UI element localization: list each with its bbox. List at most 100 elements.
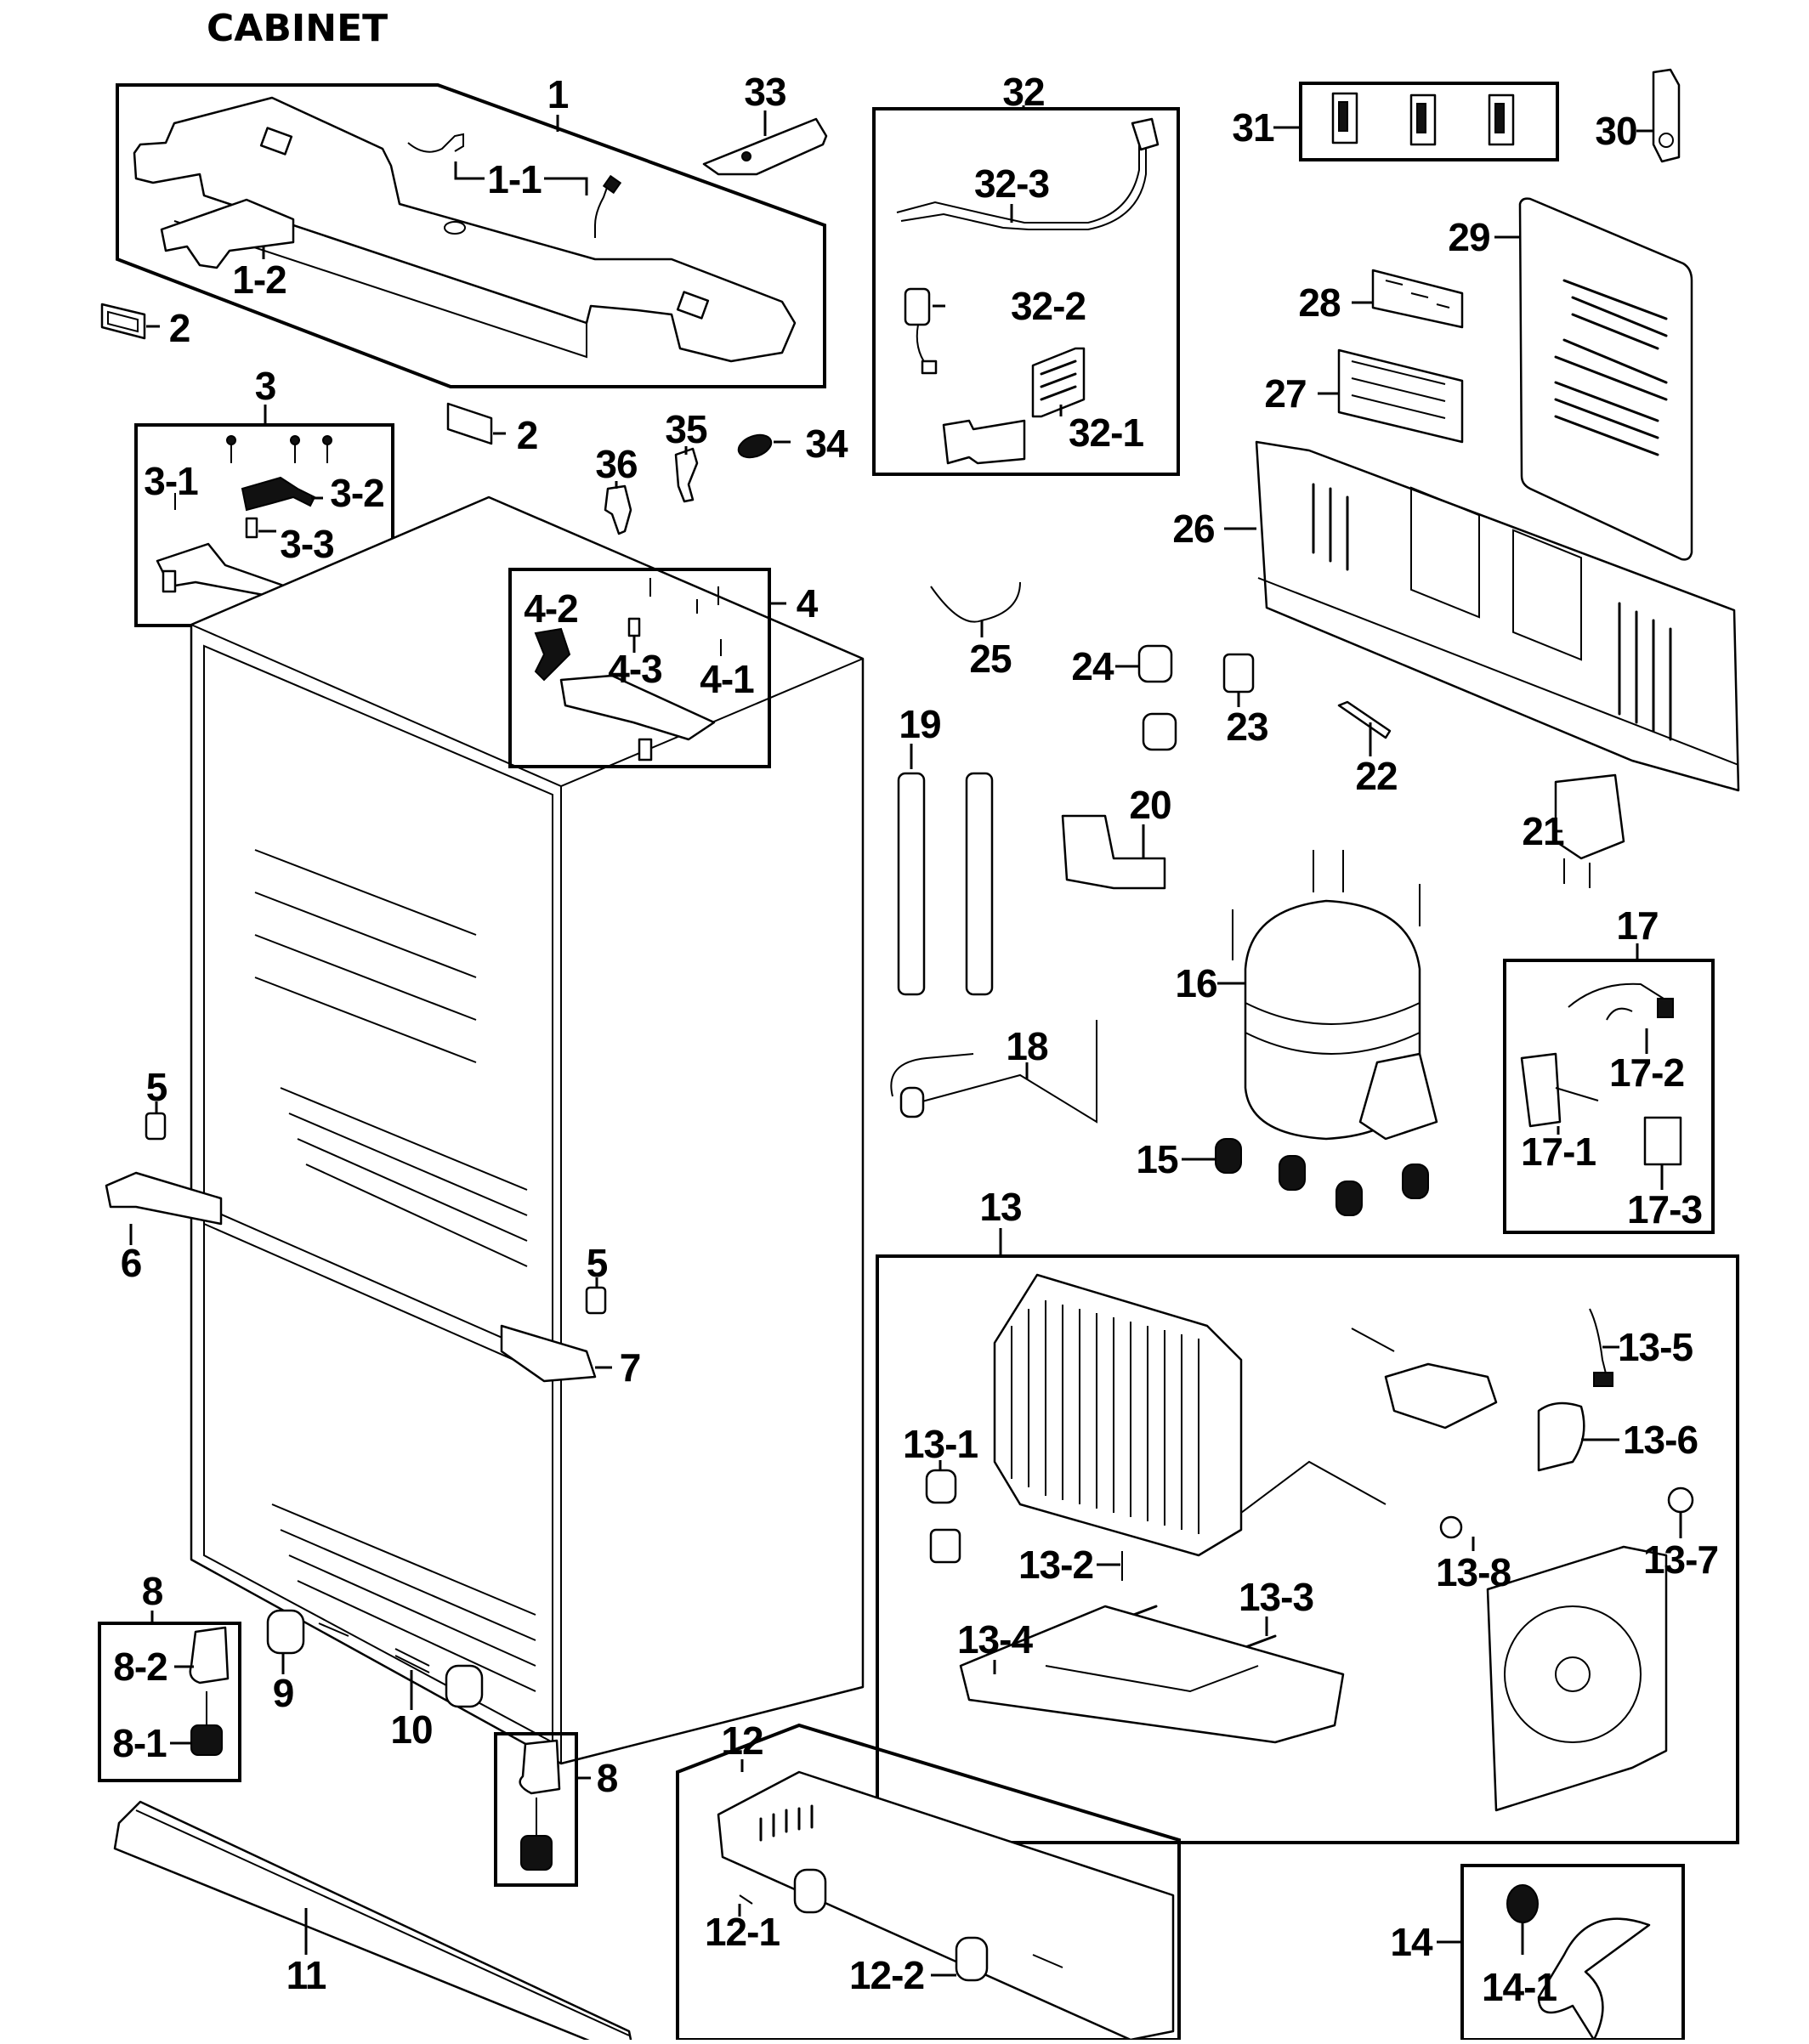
callout-13-3: 13-3: [1238, 1575, 1314, 1619]
leg-bracket-8-b: [520, 1741, 559, 1793]
callout-3-3: 3-3: [280, 522, 334, 566]
callout-8-a: 8: [141, 1569, 164, 1613]
relay-32-1: [1033, 348, 1084, 416]
base-plate-12: [718, 1772, 1173, 2040]
bushing-23: [1224, 654, 1253, 692]
grommet-15-d: [1403, 1164, 1428, 1198]
tube-18: [891, 1020, 1097, 1122]
callout-29: 29: [1448, 215, 1490, 259]
drain-tray-13-4: [961, 1606, 1343, 1742]
callout-12-1: 12-1: [704, 1910, 780, 1954]
screw-3-a: [227, 436, 235, 444]
callout-17-2: 17-2: [1608, 1050, 1685, 1095]
water-valve-21-outlets: [1564, 858, 1590, 888]
callout-35: 35: [665, 407, 707, 451]
part-9-roller: [268, 1611, 349, 1674]
group-box-32: [874, 109, 1178, 474]
capacitor-connector-32-2: [922, 361, 936, 373]
callout-16: 16: [1175, 961, 1217, 1005]
screws-4: [650, 578, 718, 614]
power-cord-32-3-b: [901, 143, 1146, 229]
part-2-plug-a: [102, 304, 160, 338]
callout-32: 32: [1002, 70, 1045, 114]
clip-31-b-shade: [1417, 104, 1426, 133]
fan-shroud-hub: [1556, 1657, 1590, 1691]
callout-22: 22: [1355, 754, 1398, 798]
part-19-pipes: [899, 744, 992, 994]
cabinet-shell: [191, 497, 863, 1764]
group-box-13: [877, 1256, 1738, 1843]
callout-4: 4: [796, 581, 819, 626]
callout-9: 9: [272, 1671, 295, 1715]
callout-32-2: 32-2: [1010, 284, 1086, 328]
cabinet-shelf-rails: [255, 850, 476, 1062]
bracket-30-hole: [1659, 133, 1673, 147]
part-13-evaporator-group: [877, 1228, 1738, 1843]
axle-10: [395, 1649, 429, 1673]
base-cover-11-edge: [136, 1810, 629, 2036]
bushing-24-b: [1143, 714, 1176, 750]
axle-9: [319, 1623, 349, 1636]
top-cover-hole-c: [445, 222, 465, 234]
relay-17-1: [1522, 1054, 1560, 1126]
rear-panel-26-window-a: [1411, 488, 1479, 617]
part-14-fan-blade-group: [1437, 1866, 1683, 2040]
relay-32-1-hatch: [1041, 361, 1075, 399]
part-21-valve: [1556, 775, 1624, 888]
callout-19: 19: [899, 702, 941, 746]
group-box-12: [678, 1725, 1179, 2040]
screws-3: [231, 442, 327, 463]
part-8-leg-group-b: [496, 1734, 591, 1885]
connector-17-2: [1658, 999, 1673, 1017]
callout-13-8: 13-8: [1435, 1550, 1511, 1594]
fan-shroud-ring: [1505, 1606, 1641, 1742]
callout-11: 11: [286, 1953, 327, 1997]
leg-foot-8-1: [191, 1725, 222, 1755]
grommet-15-c: [1336, 1181, 1362, 1215]
cover-17-3: [1645, 1118, 1681, 1164]
connector-1-1: [604, 176, 620, 192]
part-4-hinge-group: [510, 569, 786, 767]
callout-5-b: 5: [586, 1241, 609, 1285]
group-box-4: [510, 569, 769, 767]
heater-20: [1063, 816, 1165, 888]
part-34-grommet: [735, 431, 791, 461]
callout-3-1: 3-1: [144, 459, 198, 503]
part-20-heater: [1063, 816, 1165, 888]
part-29-cover-panel: [1494, 199, 1692, 560]
part-35-clip: [676, 446, 697, 501]
part-15-grommets: [1182, 1139, 1428, 1215]
part-32-harness-group: [874, 105, 1178, 474]
clip-31-a-shade: [1339, 102, 1347, 131]
hinge-plate-3-pin: [163, 571, 175, 592]
part-1-top-cover-group: [117, 85, 825, 387]
part-5-cap-a: [146, 1101, 165, 1139]
pin-3-3: [247, 518, 257, 537]
part-33-cover: [704, 110, 826, 174]
leg-foot-8-b: [521, 1836, 552, 1870]
group-box-31: [1301, 83, 1557, 160]
group-box-1: [117, 85, 825, 387]
part-25-wire: [931, 582, 1020, 637]
rear-panel-26-vents: [1313, 484, 1670, 739]
callout-8-1: 8-1: [112, 1721, 167, 1765]
pcb-28-components: [1386, 280, 1449, 308]
grommet-15-a: [1216, 1139, 1241, 1173]
callout-30: 30: [1595, 109, 1637, 153]
callout-25: 25: [969, 637, 1012, 681]
part-26-rear-panel: [1224, 442, 1738, 790]
part-16-compressor: [1217, 850, 1437, 1139]
capacitor-32-2: [905, 289, 929, 325]
callout-13: 13: [979, 1185, 1022, 1229]
callout-2-a: 2: [168, 306, 191, 350]
part-2-plug-b: [448, 404, 506, 444]
rear-panel-26-lip: [1258, 578, 1738, 765]
callout-17-3: 17-3: [1626, 1187, 1703, 1231]
callout-3-2: 3-2: [330, 471, 384, 515]
group-box-8-b: [496, 1734, 576, 1885]
fan-motor-13-6: [1539, 1403, 1584, 1470]
bracket-32-1: [944, 421, 1024, 463]
roller-10: [446, 1666, 482, 1707]
rear-panel-26-window-b: [1513, 530, 1581, 660]
